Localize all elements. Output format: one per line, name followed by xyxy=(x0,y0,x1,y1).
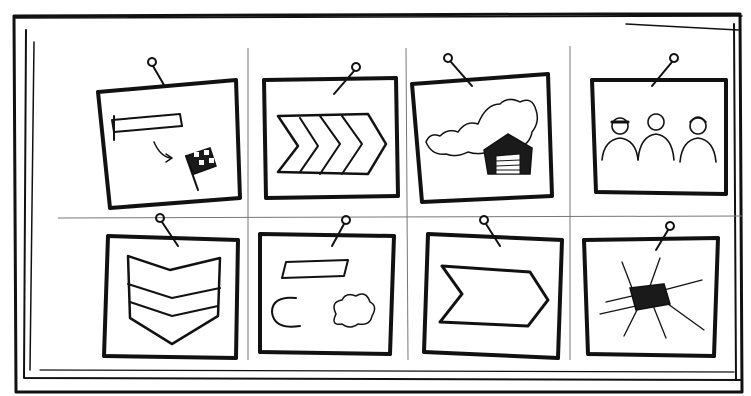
chevron-arrows-icon xyxy=(278,114,386,174)
card-broken-glass[interactable] xyxy=(584,222,718,356)
card-shapes-sketch[interactable] xyxy=(260,216,394,354)
card-three-people[interactable] xyxy=(592,54,726,194)
pin-icon xyxy=(332,216,350,246)
bar-to-finish-flag-icon xyxy=(112,114,216,190)
broken-glass-icon xyxy=(600,258,704,338)
pin-icon xyxy=(656,222,674,250)
single-chevron-arrow-icon xyxy=(440,266,548,326)
shapes-sketch-icon xyxy=(272,260,375,327)
card-single-chevron-arrow[interactable] xyxy=(424,216,562,358)
stacked-chevrons-icon xyxy=(128,256,220,344)
pin-icon xyxy=(148,58,164,85)
board-frame xyxy=(14,14,742,392)
card-bar-to-finish-flag[interactable] xyxy=(98,58,240,208)
pin-icon xyxy=(156,214,178,246)
card-stacked-chevrons[interactable] xyxy=(104,214,238,358)
card-chevron-arrows[interactable] xyxy=(264,63,398,198)
map-with-building-icon xyxy=(426,99,537,174)
card-map-with-building[interactable] xyxy=(412,54,552,202)
pin-icon xyxy=(480,216,500,246)
three-people-icon xyxy=(602,114,716,162)
